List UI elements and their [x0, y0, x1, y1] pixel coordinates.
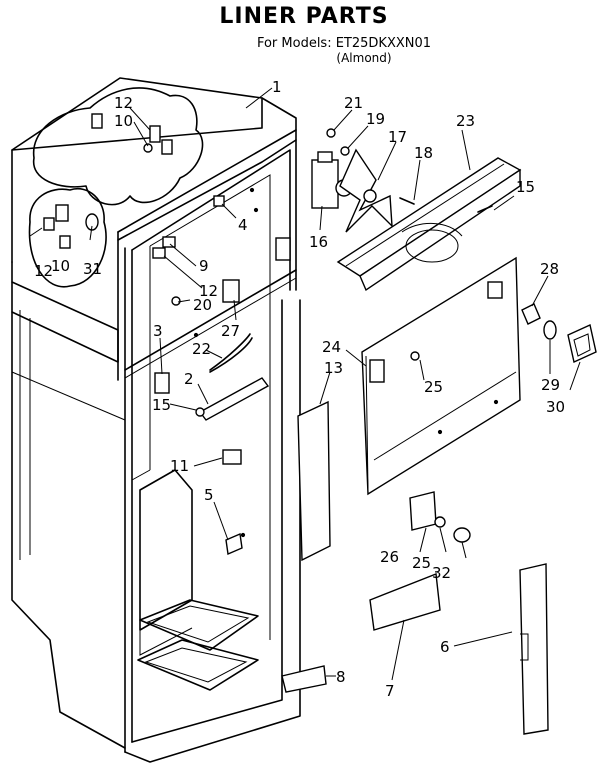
callouts: 1 2 3 4 5 6 7 8 9 10 10 11 12 12 12 13 1…: [34, 78, 565, 700]
callout-8: 8: [336, 668, 346, 686]
callout-26: 26: [380, 548, 399, 566]
callout-3: 3: [153, 322, 163, 340]
callout-7: 7: [385, 682, 395, 700]
callout-27: 27: [221, 322, 240, 340]
callout-25b: 25: [412, 554, 431, 572]
callout-13: 13: [324, 359, 343, 377]
callout-31: 31: [83, 260, 102, 278]
callout-2: 2: [184, 370, 194, 388]
model-number: For Models: ET25DKXXN01: [256, 36, 432, 51]
callout-12b: 12: [199, 282, 218, 300]
callout-1: 1: [272, 78, 282, 96]
callout-24: 24: [322, 338, 341, 356]
callout-10b: 10: [51, 257, 70, 275]
lower-parts: [281, 400, 549, 735]
evaporator-cover: [336, 157, 522, 292]
callout-25a: 25: [424, 378, 443, 396]
callout-5: 5: [204, 486, 214, 504]
callout-21: 21: [344, 94, 363, 112]
callout-23: 23: [456, 112, 475, 130]
callout-18: 18: [414, 144, 433, 162]
callout-10a: 10: [114, 112, 133, 130]
callout-17: 17: [388, 128, 407, 146]
cabinet-small-parts: [152, 195, 291, 556]
callout-12c: 12: [34, 262, 53, 280]
callout-16: 16: [309, 233, 328, 251]
callout-22: 22: [192, 340, 211, 358]
callout-4: 4: [238, 216, 248, 234]
callout-9: 9: [199, 257, 209, 275]
callout-28: 28: [540, 260, 559, 278]
callout-15b: 15: [516, 178, 535, 196]
cabinet-liner: [11, 77, 301, 763]
light-assembly: [521, 303, 597, 363]
callout-29: 29: [541, 376, 560, 394]
callout-12a: 12: [114, 94, 133, 112]
model-color: (Almond): [336, 51, 392, 65]
diagram-title: LINER PARTS: [219, 4, 389, 29]
rear-panel: [361, 256, 521, 496]
fan-assembly: [311, 128, 415, 233]
callout-32: 32: [432, 564, 451, 582]
leader-lines: [29, 87, 581, 681]
callout-11: 11: [170, 457, 189, 475]
callout-19: 19: [366, 110, 385, 128]
callout-30: 30: [546, 398, 565, 416]
callout-15a: 15: [152, 396, 171, 414]
callout-6: 6: [440, 638, 450, 656]
callout-20: 20: [193, 296, 212, 314]
